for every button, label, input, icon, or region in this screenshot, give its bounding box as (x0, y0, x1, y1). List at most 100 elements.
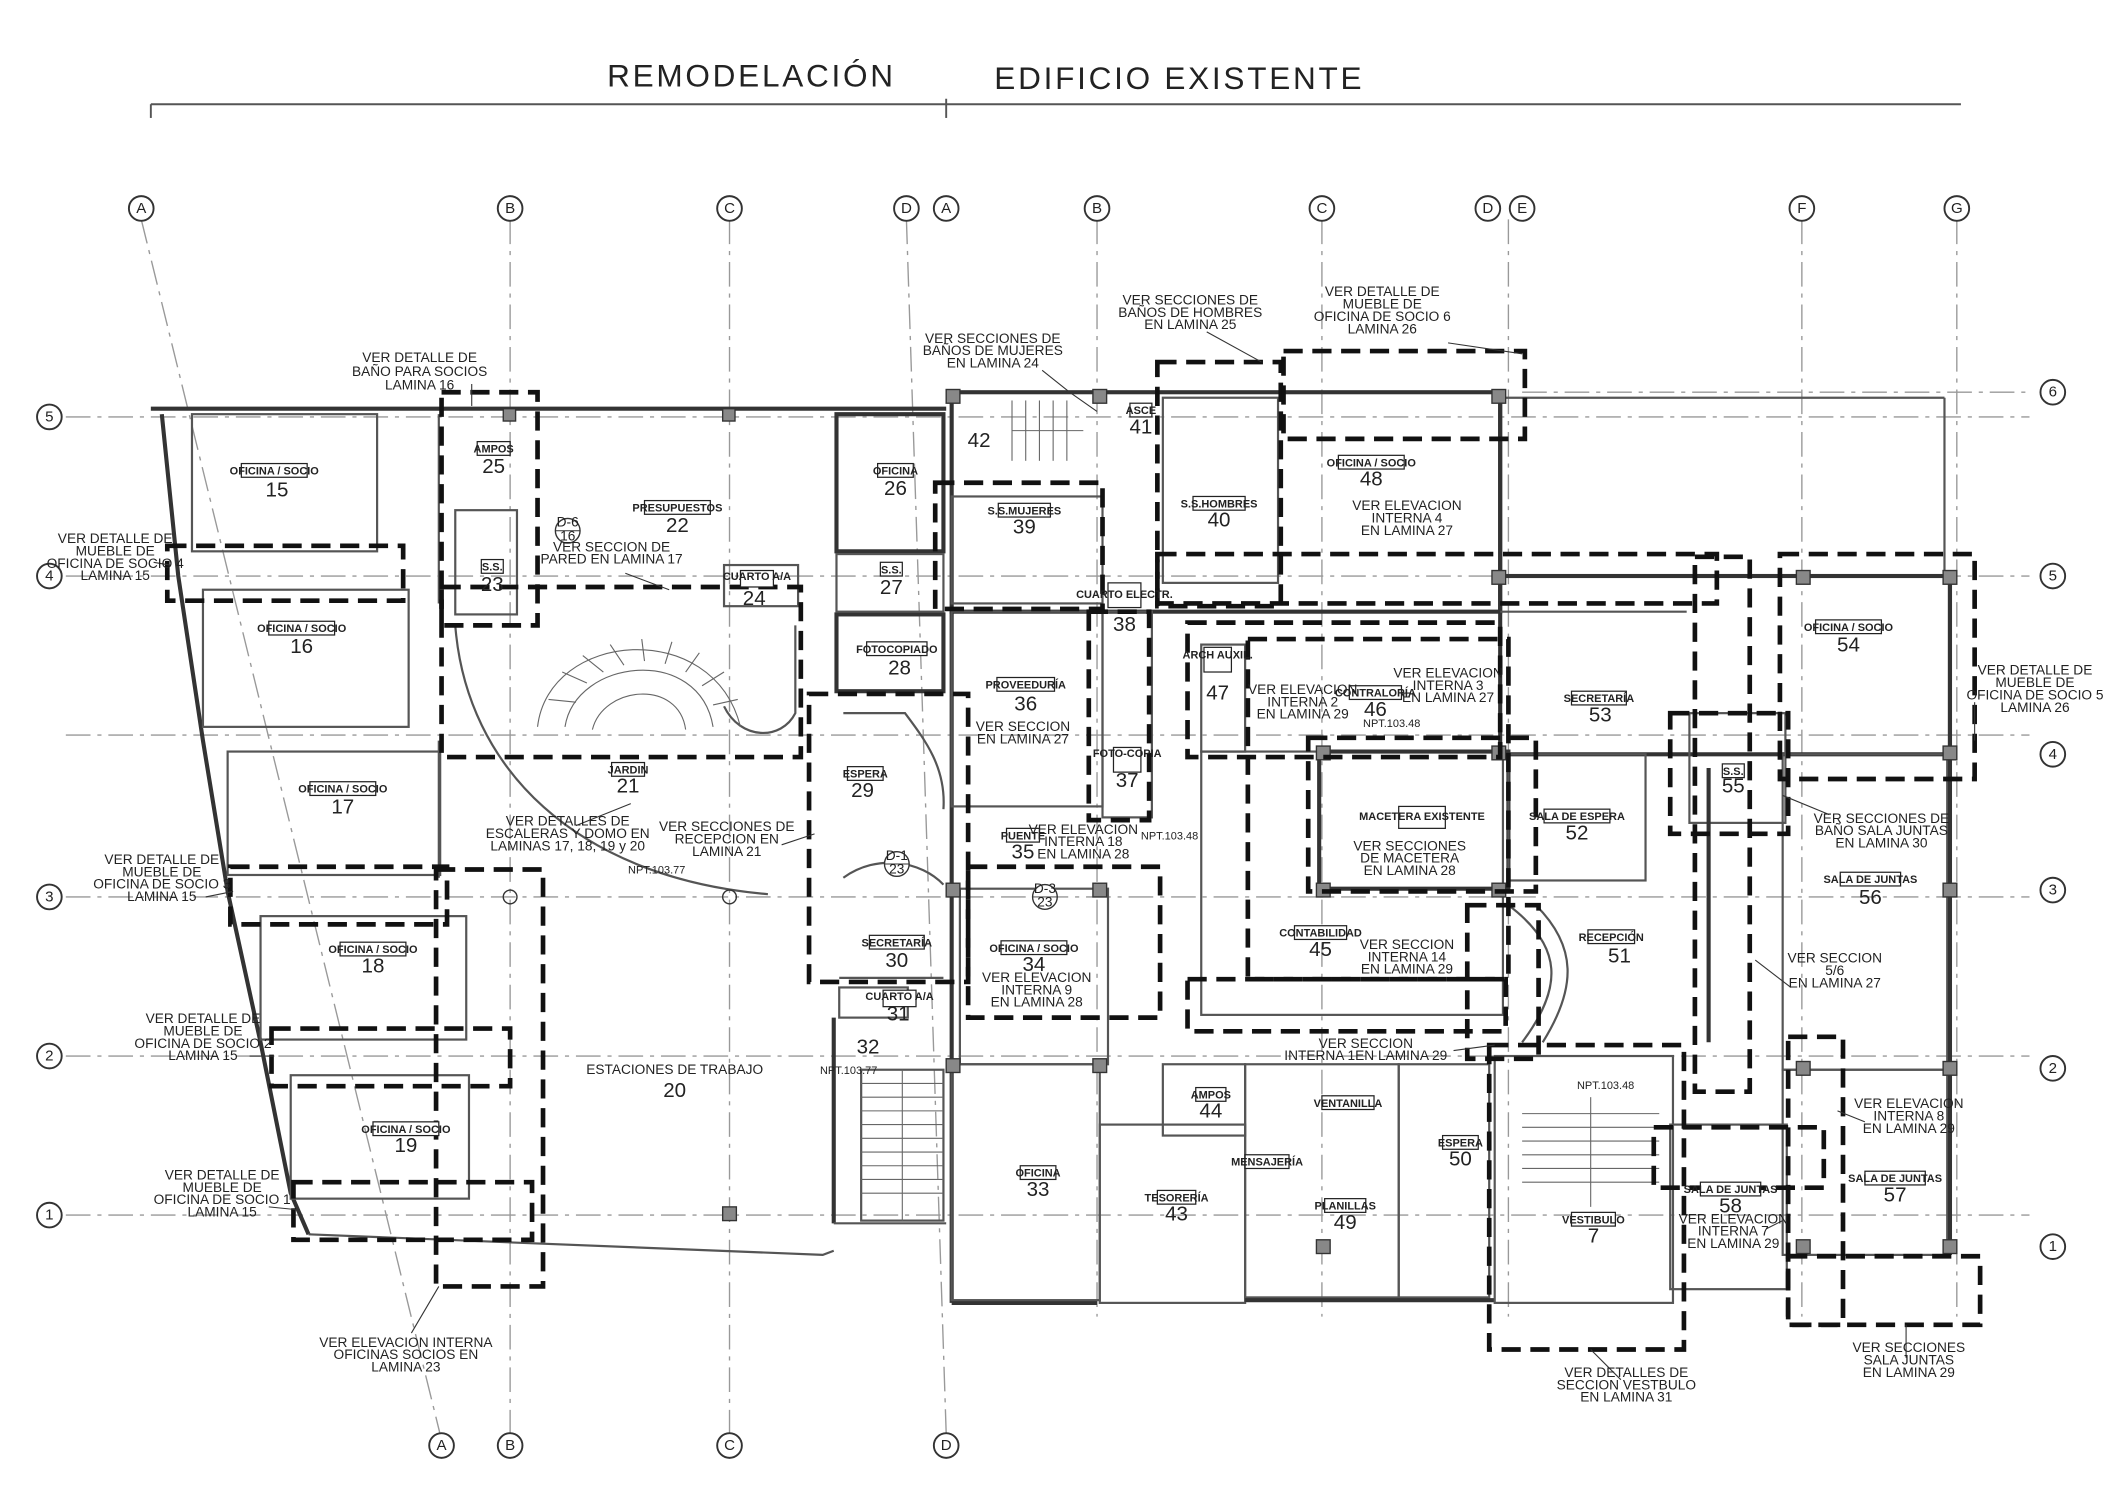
svg-text:EN LAMINA 30: EN LAMINA 30 (1835, 836, 1928, 851)
svg-text:FOTOCOPIADO: FOTOCOPIADO (856, 644, 938, 656)
svg-text:VER ELEVACION: VER ELEVACION (1029, 822, 1138, 837)
svg-text:37: 37 (1116, 769, 1139, 792)
svg-text:EN LAMINA 27: EN LAMINA 27 (977, 731, 1069, 746)
svg-text:EN LAMINA 24: EN LAMINA 24 (947, 356, 1040, 371)
svg-text:30: 30 (885, 949, 908, 972)
level-npt-mid-a: NPT.103.48 (1141, 830, 1198, 842)
grid-bubble-row-4-right: 4 (2039, 740, 2067, 768)
svg-text:A: A (437, 1437, 448, 1454)
svg-text:MUEBLE DE: MUEBLE DE (1995, 675, 2074, 690)
svg-text:B: B (1092, 200, 1102, 217)
svg-text:OFICINA / SOCIO: OFICINA / SOCIO (989, 943, 1079, 955)
detail-tag-d6: D-616 (554, 515, 581, 544)
svg-text:INTERNA 9: INTERNA 9 (1001, 982, 1072, 997)
svg-text:SALA JUNTAS: SALA JUNTAS (1864, 1353, 1954, 1368)
svg-text:5/6: 5/6 (1825, 963, 1844, 978)
svg-text:2: 2 (2049, 1060, 2057, 1077)
grid-bubble-row-3-right: 3 (2039, 876, 2067, 904)
svg-text:SALA DE JUNTAS: SALA DE JUNTAS (1684, 1184, 1778, 1196)
svg-text:EN LAMINA 28: EN LAMINA 28 (991, 995, 1084, 1010)
svg-text:49: 49 (1334, 1211, 1357, 1234)
svg-text:MUEBLE DE: MUEBLE DE (163, 1023, 242, 1038)
section-headers: REMODELACIÓN EDIFICIO EXISTENTE (149, 57, 1961, 118)
label-mensajeria: MENSAJERÍA (1231, 1154, 1303, 1170)
svg-text:S.S.HOMBRES: S.S.HOMBRES (1181, 498, 1258, 510)
svg-text:25: 25 (482, 455, 505, 478)
svg-text:27: 27 (880, 576, 903, 599)
spiral-stair (536, 639, 742, 730)
svg-text:LAMINA 26: LAMINA 26 (1348, 321, 1418, 336)
svg-text:S.S.: S.S. (881, 564, 902, 576)
svg-text:VER DETALLE DE: VER DETALLE DE (58, 531, 173, 546)
svg-text:VER ELEVACION: VER ELEVACION (1854, 1096, 1963, 1111)
grid-bubble-top-c-left: C (716, 195, 743, 222)
grid-bubble-row-2-right: 2 (2039, 1055, 2067, 1082)
svg-text:VER DETALLE DE: VER DETALLE DE (165, 1167, 280, 1182)
grid-bubble-row-5-left: 5 (36, 403, 63, 431)
svg-text:EN LAMINA 29: EN LAMINA 29 (1257, 707, 1349, 722)
svg-text:47: 47 (1206, 681, 1229, 704)
svg-text:LAMINA 15: LAMINA 15 (168, 1048, 238, 1063)
svg-text:PARED EN LAMINA 17: PARED EN LAMINA 17 (541, 552, 683, 567)
svg-text:C: C (724, 1437, 735, 1454)
svg-text:OFICINA DE SOCIO 2: OFICINA DE SOCIO 2 (134, 1036, 271, 1051)
svg-text:OFICINA / SOCIO: OFICINA / SOCIO (257, 623, 347, 635)
svg-text:CUARTO ELECTR.: CUARTO ELECTR. (1076, 589, 1173, 601)
room-38: CUARTO ELECTR.38 (1076, 582, 1173, 636)
svg-text:INTERNA 18: INTERNA 18 (1044, 834, 1123, 849)
svg-text:EN LAMINA 25: EN LAMINA 25 (1144, 317, 1237, 332)
svg-text:MACETERA EXISTENTE: MACETERA EXISTENTE (1359, 811, 1485, 823)
svg-text:MENSAJERÍA: MENSAJERÍA (1231, 1156, 1303, 1169)
svg-text:MUEBLE DE: MUEBLE DE (183, 1180, 262, 1195)
room-42: 42 (968, 429, 991, 452)
svg-text:BAÑO SALA JUNTAS: BAÑO SALA JUNTAS (1815, 822, 1948, 838)
svg-text:MUEBLE DE: MUEBLE DE (122, 864, 201, 879)
svg-text:TESORERÍA: TESORERÍA (1145, 1191, 1209, 1204)
grid-bubble-top-e-right: E (1508, 195, 1536, 222)
svg-text:INTERNA 14: INTERNA 14 (1368, 949, 1447, 964)
level-npt-vestibulo: NPT.103.48 (1577, 1080, 1634, 1092)
svg-text:AMPOS: AMPOS (1191, 1090, 1231, 1102)
svg-text:OFICINA DE SOCIO 5: OFICINA DE SOCIO 5 (1966, 687, 2103, 702)
svg-text:48: 48 (1360, 467, 1383, 490)
grid-bubble-bottom-b: B (496, 1432, 524, 1459)
svg-text:LAMINA 26: LAMINA 26 (2000, 700, 2070, 715)
svg-text:28: 28 (888, 657, 911, 680)
svg-text:54: 54 (1837, 633, 1860, 656)
svg-text:VER ELEVACION: VER ELEVACION (1248, 682, 1357, 697)
svg-text:7: 7 (1588, 1225, 1599, 1248)
walls-existing (949, 390, 1953, 1305)
svg-text:A: A (136, 200, 147, 217)
svg-text:EN LAMINA 29: EN LAMINA 29 (1687, 1236, 1779, 1251)
svg-text:EN LAMINA 29: EN LAMINA 29 (1361, 962, 1453, 977)
svg-text:RECEPCIÓN: RECEPCIÓN (1579, 931, 1644, 944)
room-32: 32 (857, 1035, 880, 1058)
svg-text:VER SECCION: VER SECCION (976, 719, 1070, 734)
svg-text:VESTIBULO: VESTIBULO (1562, 1214, 1625, 1226)
svg-text:ARCH AUXIL.: ARCH AUXIL. (1183, 649, 1253, 661)
svg-text:VER SECCION DE: VER SECCION DE (553, 539, 670, 554)
room-47: ARCH AUXIL. 47 (1183, 646, 1253, 704)
level-npt-mid-b: NPT.103.48 (1363, 718, 1420, 730)
